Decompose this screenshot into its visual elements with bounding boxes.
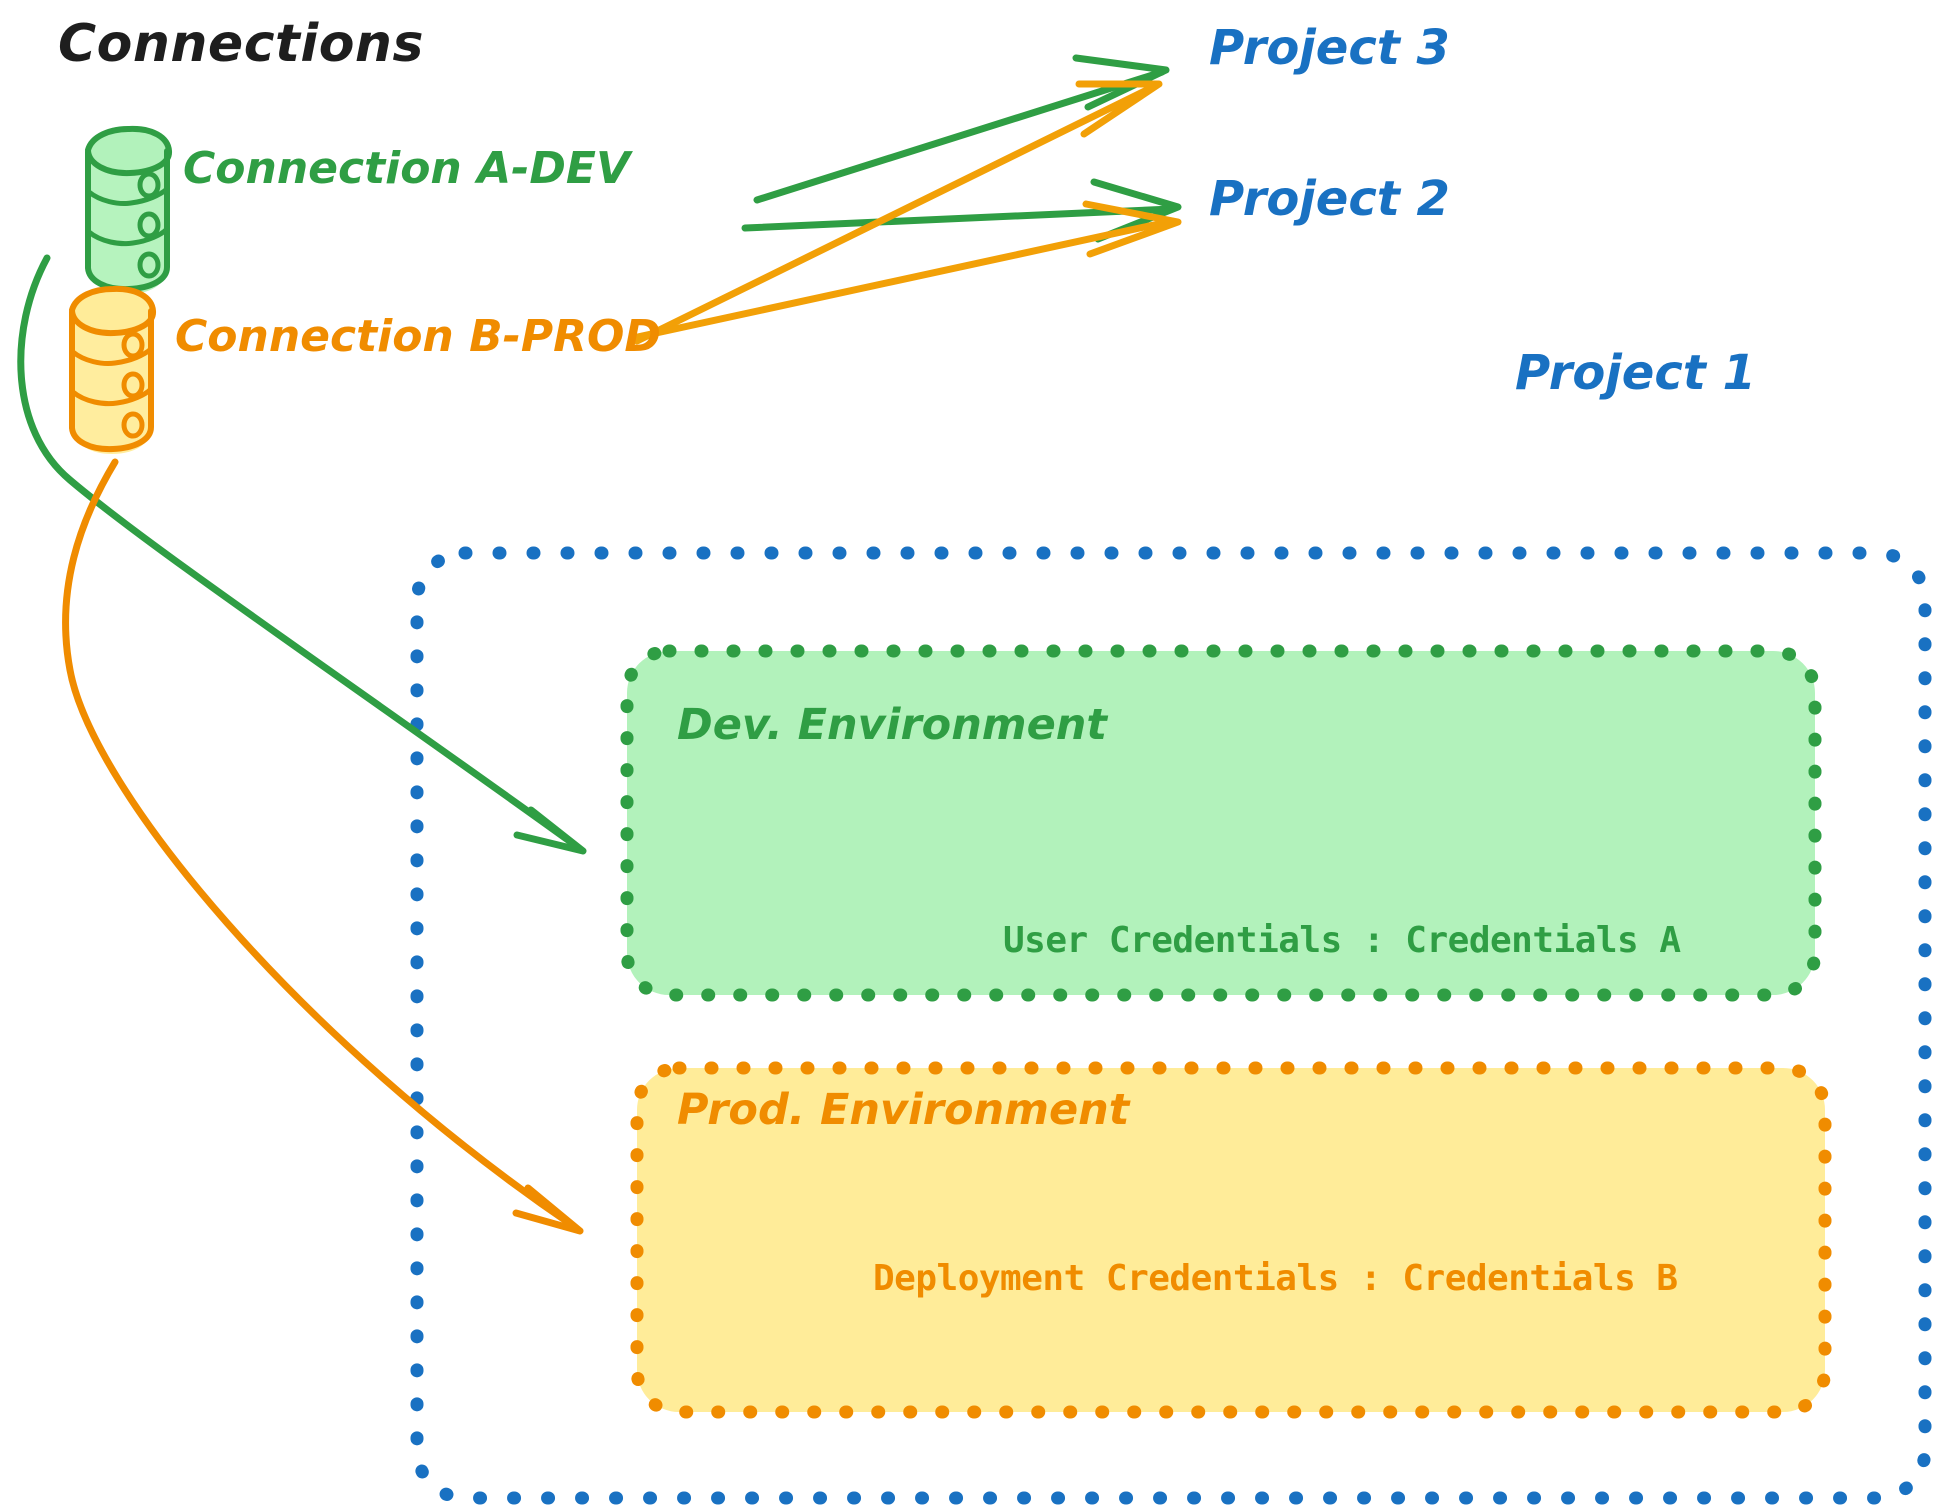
prod-environment-credentials: Deployment Credentials : Credentials B [873, 1258, 1678, 1299]
edge-conn-a-to-project-3 [753, 54, 1170, 204]
page-title: Connections [58, 14, 424, 74]
database-cylinder-icon-orange [69, 285, 156, 454]
dev-environment-label: Dev. Environment [677, 700, 1107, 750]
database-cylinder-icon-green [85, 125, 172, 294]
edge-conn-b-to-project-3 [633, 80, 1163, 345]
edge-conn-b-to-prod-environment [62, 458, 584, 1235]
project-1-label[interactable]: Project 1 [1515, 345, 1756, 401]
edge-conn-b-to-project-2 [629, 200, 1182, 342]
project-2-label[interactable]: Project 2 [1209, 171, 1450, 227]
edge-conn-a-to-project-2 [741, 178, 1182, 243]
project-3-label[interactable]: Project 3 [1209, 20, 1450, 76]
connection-a-dev-label[interactable]: Connection A-DEV [183, 143, 631, 194]
prod-environment-label: Prod. Environment [677, 1085, 1130, 1135]
connection-b-prod-label[interactable]: Connection B-PROD [175, 311, 661, 362]
project-1-boundary [410, 546, 1932, 1505]
dev-environment-credentials: User Credentials : Credentials A [1003, 920, 1681, 961]
